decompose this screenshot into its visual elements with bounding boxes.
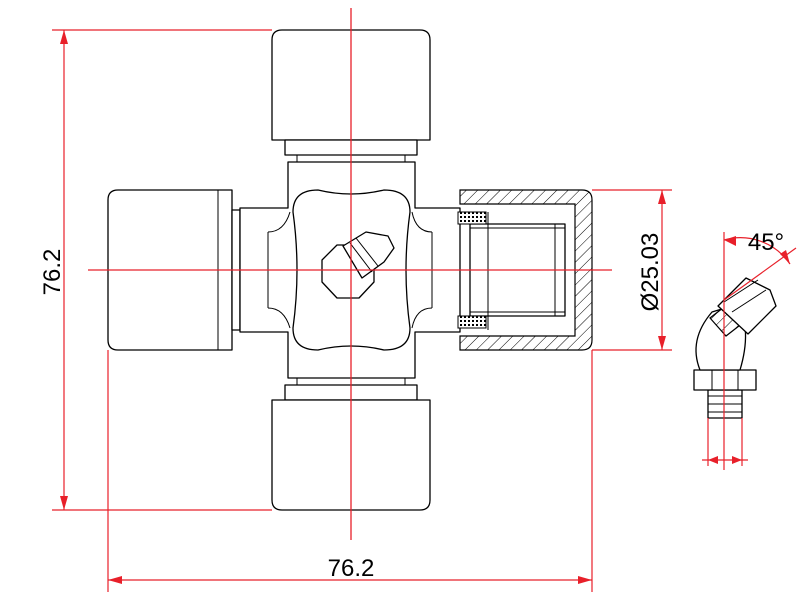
width-dimension: 76.2 bbox=[107, 350, 593, 592]
height-dimension-label: 76.2 bbox=[39, 249, 66, 296]
height-dimension: 76.2 bbox=[39, 29, 272, 511]
centerlines bbox=[88, 8, 612, 540]
diameter-dimension: Ø25.03 bbox=[592, 189, 672, 351]
angle-dimension: 45° bbox=[723, 229, 797, 470]
width-dimension-label: 76.2 bbox=[328, 555, 375, 582]
grease-fitting-side-view bbox=[693, 277, 777, 419]
thread-width-dimension bbox=[702, 418, 748, 466]
grease-nipple-front bbox=[321, 231, 395, 299]
angle-dimension-label: 45° bbox=[748, 229, 784, 256]
diameter-dimension-label: Ø25.03 bbox=[637, 233, 664, 312]
